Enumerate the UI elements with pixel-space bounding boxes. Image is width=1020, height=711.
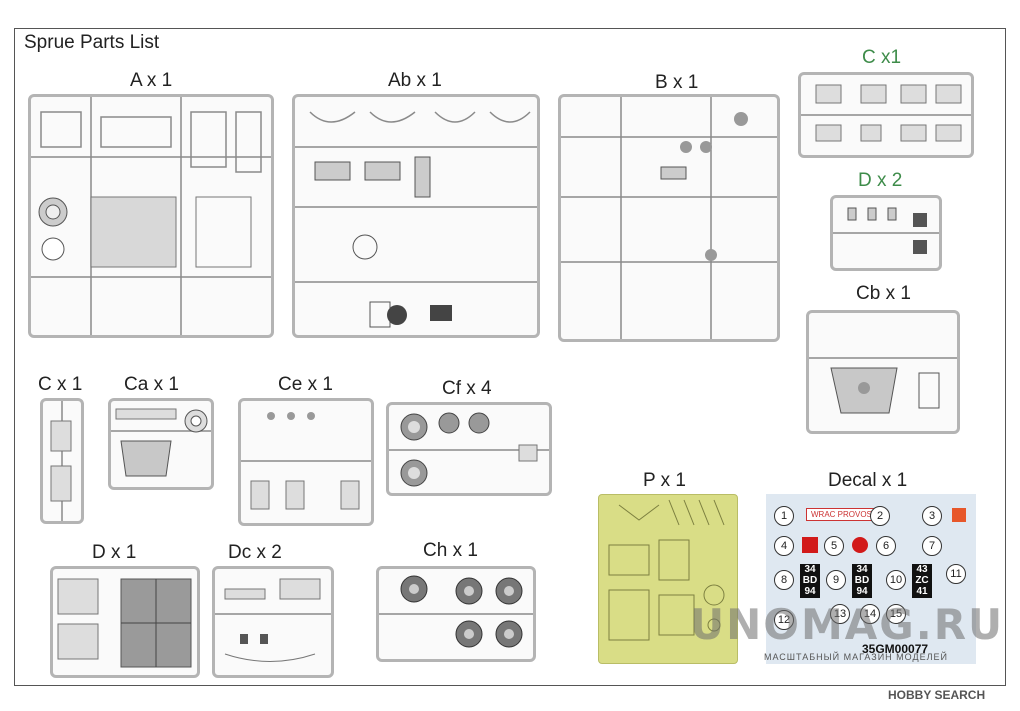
number-plate: 34 BD 94 <box>800 564 820 598</box>
sprue-cb-drawing <box>809 357 957 414</box>
decal-number: 8 <box>774 570 794 590</box>
sprue-a-drawing <box>31 97 271 335</box>
decal-number: 1 <box>774 506 794 526</box>
decal-number: 13 <box>830 604 850 624</box>
sprue-p-label: P x 1 <box>643 470 686 491</box>
photo-etch-fret <box>598 494 738 664</box>
decal-number: 7 <box>922 536 942 556</box>
sprue-cb <box>806 310 960 434</box>
photo-etch-drawing <box>608 499 725 641</box>
sprue-a <box>28 94 274 338</box>
number-plate: 34 BD 94 <box>852 564 872 598</box>
sprue-c-top-label: C x1 <box>862 47 902 68</box>
decal-number: 5 <box>824 536 844 556</box>
sprue-d-top-drawing <box>833 207 939 254</box>
sprue-ca <box>108 398 214 490</box>
sprue-cf-drawing <box>389 412 549 487</box>
decal-number: 9 <box>826 570 846 590</box>
sprue-d-drawing <box>57 578 192 668</box>
sprue-ce-label: Ce x 1 <box>278 374 333 395</box>
decal-number: 14 <box>860 604 880 624</box>
sprue-ca-label: Ca x 1 <box>124 374 179 395</box>
sprue-cf <box>386 402 552 496</box>
wrac-banner: WRAC PROVOST <box>806 508 882 521</box>
sprue-ch <box>376 566 536 662</box>
sprue-b-label: B x 1 <box>655 72 699 93</box>
sprue-dc-label: Dc x 2 <box>228 542 282 563</box>
watermark: UNOMAG.RU <box>690 600 1005 649</box>
decal-number: 11 <box>946 564 966 584</box>
sprue-ce <box>238 398 374 526</box>
sprue-d-top-label: D x 2 <box>858 170 903 191</box>
decal-label: Decal x 1 <box>828 470 908 491</box>
sprue-dc <box>212 566 334 678</box>
sprue-cf-label: Cf x 4 <box>442 378 492 399</box>
sprue-d-label: D x 1 <box>92 542 137 563</box>
sprue-ce-drawing <box>241 412 371 510</box>
sprue-d-top <box>830 195 942 271</box>
credit-logo: HOBBY SEARCH <box>888 688 986 702</box>
sprue-c-top-drawing <box>801 84 971 142</box>
watermark-subtitle: МАСШТАБНЫЙ МАГАЗИН МОДЕЛЕЙ <box>764 652 948 662</box>
page-title: Sprue Parts List <box>24 32 160 53</box>
sprue-cb-label: Cb x 1 <box>856 283 911 304</box>
sprue-ch-drawing <box>379 575 533 648</box>
sprue-c-label: C x 1 <box>38 374 83 395</box>
decal-number: 4 <box>774 536 794 556</box>
sprue-ca-drawing <box>111 408 211 477</box>
sprue-ab-label: Ab x 1 <box>388 70 442 91</box>
sprue-a-label: A x 1 <box>130 70 173 91</box>
sun-emblem-icon <box>952 508 966 522</box>
red-roundel-icon <box>852 537 868 553</box>
sprue-c-top <box>798 72 974 158</box>
kit-code: 35GM00077 <box>862 642 929 656</box>
sprue-ab <box>292 94 540 338</box>
sprue-dc-drawing <box>215 578 331 662</box>
decal-number: 6 <box>876 536 896 556</box>
page-frame <box>14 28 1006 686</box>
sprue-d <box>50 566 200 678</box>
sprue-ch-label: Ch x 1 <box>423 540 478 561</box>
sprue-b-drawing <box>561 97 777 339</box>
decal-number: 15 <box>886 604 906 624</box>
sprue-ab-drawing <box>295 111 537 328</box>
decal-number: 3 <box>922 506 942 526</box>
decal-number: 2 <box>870 506 890 526</box>
decal-sheet: 1 WRAC PROVOST 2 3 4 5 6 7 8 34 BD 94 9 … <box>766 494 976 664</box>
decal-number: 12 <box>774 610 794 630</box>
sprue-c <box>40 398 84 524</box>
red-square-icon <box>802 537 818 553</box>
sprue-c-drawing <box>50 401 72 521</box>
decal-number: 10 <box>886 570 906 590</box>
number-plate: 43 ZC 41 <box>912 564 932 598</box>
sprue-b <box>558 94 780 342</box>
